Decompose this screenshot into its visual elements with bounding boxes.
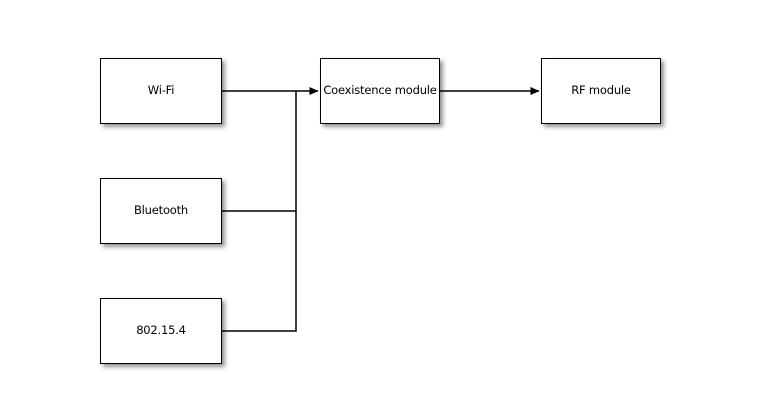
node-bluetooth[interactable]: Bluetooth [100,178,222,244]
node-wifi-label: Wi-Fi [147,83,175,98]
node-bluetooth-label: Bluetooth [133,203,189,218]
node-wifi[interactable]: Wi-Fi [100,58,222,124]
node-coexistence-module-label: Coexistence module [323,83,437,98]
node-rf-module-label: RF module [571,83,631,98]
node-coexistence-module[interactable]: Coexistence module [320,58,440,124]
node-rf-module[interactable]: RF module [541,58,661,124]
node-802-15-4-label: 802.15.4 [136,323,186,338]
node-802-15-4[interactable]: 802.15.4 [100,298,222,364]
